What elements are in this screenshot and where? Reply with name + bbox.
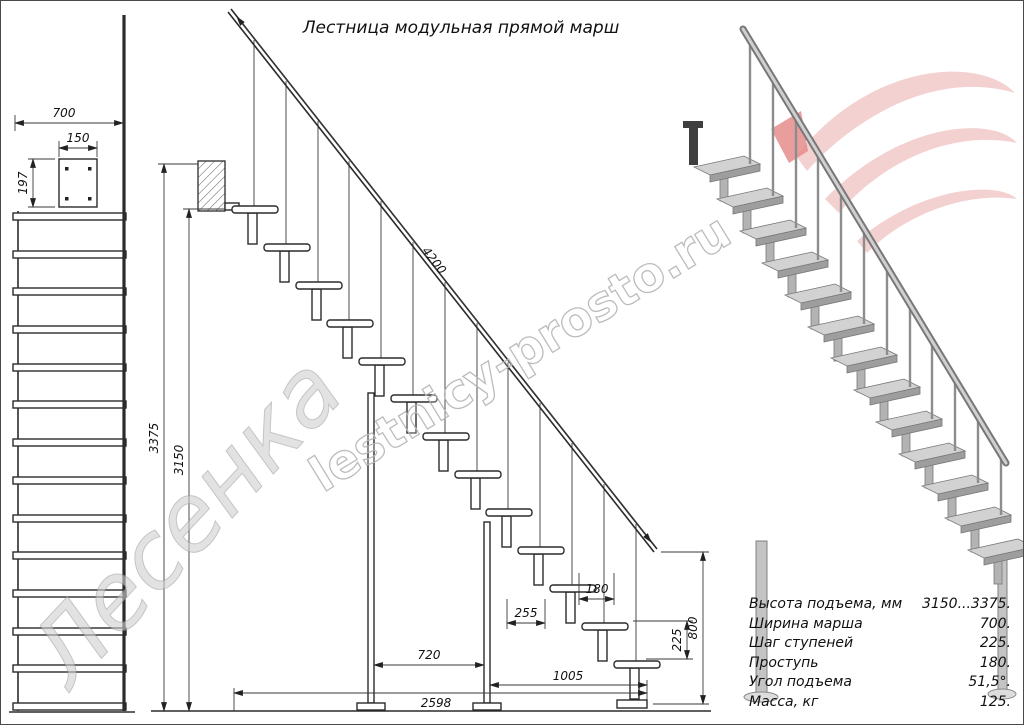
- spec-value: 225.: [979, 635, 1011, 651]
- dim-3375-label: 3375: [147, 423, 161, 454]
- watermark-site: lestnicy-prosto.ru: [300, 203, 741, 503]
- spec-value: 700.: [979, 615, 1011, 632]
- side-view: 4200 3375 3150 720 1005 2598 255: [147, 8, 711, 712]
- dim-800-label: 800: [686, 616, 700, 639]
- spec-label: Масса, кг: [749, 693, 819, 710]
- spec-table: Высота подъема, мм 3150...3375. Ширина м…: [749, 595, 1011, 712]
- spec-label: Угол подъема: [749, 674, 852, 690]
- spec-value: 3150...3375.: [921, 596, 1011, 612]
- top-mount-bracket: [689, 125, 698, 165]
- dim-225-label: 225: [670, 629, 684, 652]
- front-view: 700 150 197: [9, 15, 135, 713]
- spec-value: 51,5°.: [968, 674, 1011, 690]
- side-balusters: [253, 40, 637, 663]
- dim-255-label: 255: [515, 606, 538, 620]
- spec-value: 125.: [979, 693, 1011, 710]
- perspective-balusters: [748, 43, 1003, 515]
- spec-label: Высота подъема, мм: [749, 596, 903, 612]
- dim-180-label: 180: [586, 582, 609, 596]
- dim-1005-label: 1005: [553, 669, 584, 683]
- spec-label: Ширина марша: [749, 615, 863, 632]
- spec-label: Проступь: [749, 654, 819, 671]
- dim-700-label: 700: [53, 106, 76, 120]
- support-legs: [356, 392, 648, 711]
- spec-row-width: Ширина марша 700.: [749, 615, 1011, 635]
- brand-logo-swoosh: [771, 71, 1017, 253]
- perspective-handrail: [739, 25, 1010, 467]
- dim-2598-label: 2598: [421, 696, 452, 710]
- spec-row-angle: Угол подъема 51,5°.: [749, 673, 1011, 693]
- spec-row-tread: Проступь 180.: [749, 654, 1011, 674]
- dim-197-label: 197: [16, 171, 30, 194]
- spec-row-mass: Масса, кг 125.: [749, 693, 1011, 713]
- wall-bracket: [197, 160, 226, 212]
- dim-150-label: 150: [67, 131, 90, 145]
- spec-label: Шаг ступеней: [749, 635, 854, 651]
- dim-720-label: 720: [418, 648, 441, 662]
- dim-3150-label: 3150: [172, 444, 186, 475]
- spec-row-height: Высота подъема, мм 3150...3375.: [749, 595, 1011, 615]
- page-title: Лестница модульная прямой марш: [302, 18, 620, 38]
- spec-row-step: Шаг ступеней 225.: [749, 634, 1011, 654]
- perspective-view: [683, 25, 1023, 703]
- spec-value: 180.: [979, 654, 1011, 671]
